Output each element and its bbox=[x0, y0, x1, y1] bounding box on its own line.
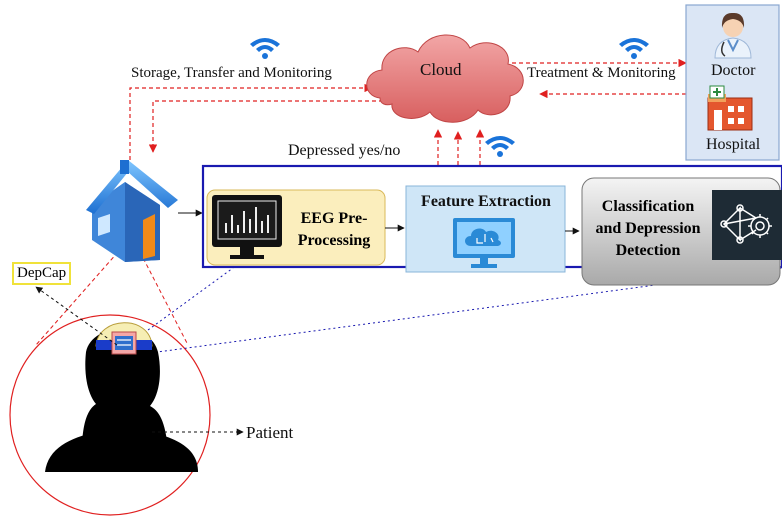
doctor-label: Doctor bbox=[711, 62, 756, 79]
classification-label: Classification and Depression Detection bbox=[595, 198, 701, 259]
patient-silhouette-icon bbox=[45, 328, 198, 472]
zoom-connector-right bbox=[139, 251, 189, 346]
patient-zoom-group bbox=[9, 251, 211, 516]
cloud-icon bbox=[366, 34, 524, 123]
arrow-home-to-cloud bbox=[129, 83, 373, 160]
wifi-icon bbox=[485, 136, 515, 157]
patient-label: Patient bbox=[246, 423, 294, 442]
network-arrows bbox=[129, 58, 687, 165]
zoom-circle bbox=[9, 314, 211, 516]
neural-network-icon bbox=[712, 190, 782, 260]
headband-sensor-icon bbox=[95, 322, 153, 355]
depcap-label: DepCap bbox=[12, 262, 72, 285]
cloud-network-icon bbox=[453, 218, 515, 268]
monitor-chart-icon bbox=[212, 195, 282, 259]
doctor-icon bbox=[714, 12, 752, 59]
depressed-label: Depressed yes/no bbox=[288, 142, 401, 159]
wifi-icon bbox=[619, 38, 649, 59]
device-link-top bbox=[147, 267, 234, 331]
wifi-icon bbox=[250, 38, 280, 59]
hospital-label: Hospital bbox=[706, 136, 761, 153]
cloud-label: Cloud bbox=[420, 60, 462, 79]
feature-extraction-label: Feature Extraction bbox=[421, 193, 551, 210]
storage-label: Storage, Transfer and Monitoring bbox=[131, 65, 332, 81]
treatment-label: Treatment & Monitoring bbox=[527, 65, 676, 81]
house-icon bbox=[86, 160, 178, 262]
eeg-preprocessing-label: EEG Pre- Processing bbox=[297, 210, 371, 249]
hospital-icon bbox=[707, 85, 753, 131]
arrow-depcap-label bbox=[35, 286, 118, 346]
